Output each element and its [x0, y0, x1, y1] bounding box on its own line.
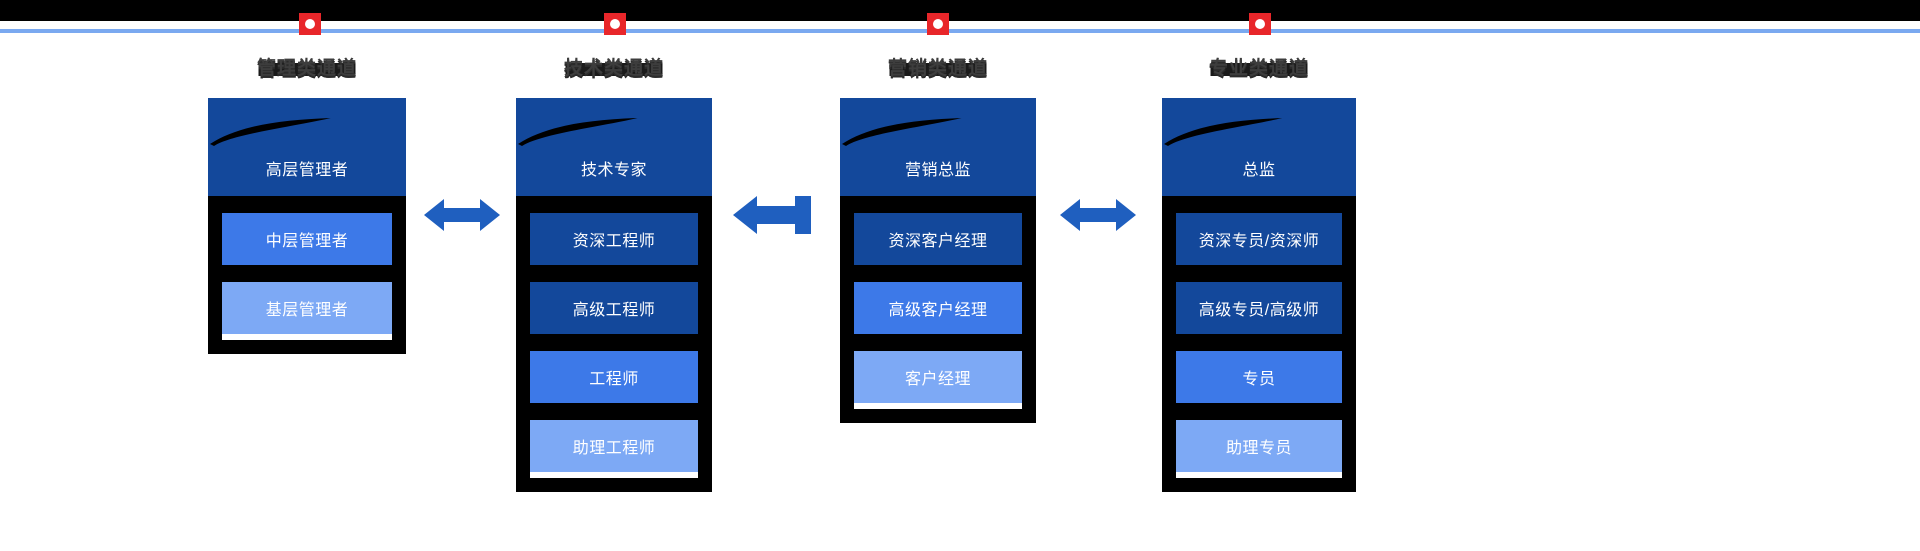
- title-text: 营销类通道: [887, 58, 989, 79]
- track-level-box[interactable]: 中层管理者: [222, 213, 392, 265]
- ladder-left-rail: [1162, 130, 1176, 478]
- track-level-label: 助理专员: [1225, 440, 1292, 457]
- track-title-professional-track: 专业类通道专业类通道: [1162, 54, 1356, 81]
- track-level-box[interactable]: 高级客户经理: [854, 282, 1022, 334]
- pin-dot-icon: [1255, 19, 1265, 29]
- ladder-bottom-rail: [840, 409, 1036, 423]
- track-level-box[interactable]: 助理工程师: [530, 420, 698, 472]
- track-level-label: 营销总监: [904, 162, 971, 179]
- pin-dot-icon: [933, 19, 943, 29]
- arrow-marketing-professional: [1060, 199, 1136, 231]
- track-level-box[interactable]: 工程师: [530, 351, 698, 403]
- title-text: 专业类通道: [1208, 58, 1310, 79]
- track-ladder-professional-track: 总监资深专员/资深师高级专员/高级师专员助理专员: [1162, 98, 1356, 492]
- ladder-right-rail: [698, 130, 712, 478]
- track-level-box[interactable]: 高级工程师: [530, 282, 698, 334]
- ladder-rung: [1162, 196, 1356, 213]
- arrow-management-technical: [424, 199, 500, 231]
- ladder-rung: [516, 334, 712, 351]
- title-shadow-slab: [258, 63, 356, 76]
- ladder-rung: [516, 265, 712, 282]
- track-title-technical-track: 技术类通道技术类通道: [516, 54, 712, 81]
- title-text-shadow: 营销类通道: [887, 60, 989, 81]
- pin-marker-1[interactable]: [299, 13, 321, 35]
- track-level-label: 客户经理: [904, 371, 971, 388]
- horizontal-blue-rule: [0, 29, 1920, 33]
- arrow-marketing-to-technical: [733, 196, 811, 234]
- pin-dot-icon: [305, 19, 315, 29]
- track-level-box[interactable]: 高层管理者: [208, 98, 406, 196]
- ladder-rung: [1162, 403, 1356, 420]
- track-level-box[interactable]: 基层管理者: [222, 282, 392, 334]
- track-level-label: 基层管理者: [265, 302, 349, 319]
- title-shadow-slab: [1210, 63, 1308, 76]
- ladder-rung: [840, 334, 1036, 351]
- track-column-management-track: 管理类通道管理类通道高层管理者中层管理者基层管理者: [208, 54, 406, 354]
- top-black-bar: [0, 0, 1920, 21]
- pin-marker-2[interactable]: [604, 13, 626, 35]
- track-level-label: 资深专员/资深师: [1198, 233, 1320, 250]
- pin-marker-4[interactable]: [1249, 13, 1271, 35]
- track-level-box[interactable]: 资深专员/资深师: [1176, 213, 1342, 265]
- ladder-rung: [1162, 265, 1356, 282]
- track-level-label: 助理工程师: [572, 440, 656, 457]
- ladder-rung: [840, 196, 1036, 213]
- title-text-shadow: 管理类通道: [256, 60, 358, 81]
- track-level-box[interactable]: 资深工程师: [530, 213, 698, 265]
- ladder-rung: [208, 265, 406, 282]
- track-ladder-technical-track: 技术专家资深工程师高级工程师工程师助理工程师: [516, 98, 712, 492]
- track-level-label: 中层管理者: [265, 233, 349, 250]
- track-level-box[interactable]: 专员: [1176, 351, 1342, 403]
- track-title-management-track: 管理类通道管理类通道: [208, 54, 406, 81]
- track-column-professional-track: 专业类通道专业类通道总监资深专员/资深师高级专员/高级师专员助理专员: [1162, 54, 1356, 492]
- track-level-box[interactable]: 客户经理: [854, 351, 1022, 403]
- title-shadow-slab: [889, 63, 987, 76]
- ladder-right-rail: [1342, 130, 1356, 478]
- ladder-left-rail: [516, 130, 530, 478]
- track-level-label: 资深客户经理: [888, 233, 988, 250]
- track-level-box[interactable]: 高级专员/高级师: [1176, 282, 1342, 334]
- track-level-label: 技术专家: [580, 162, 647, 179]
- track-ladder-marketing-track: 营销总监资深客户经理高级客户经理客户经理: [840, 98, 1036, 423]
- ladder-rung: [516, 196, 712, 213]
- title-text: 技术类通道: [563, 58, 665, 79]
- ladder-rung: [1162, 334, 1356, 351]
- track-level-box[interactable]: 技术专家: [516, 98, 712, 196]
- ladder-rung: [840, 265, 1036, 282]
- title-shadow-slab: [565, 63, 663, 76]
- ladder-rung: [516, 403, 712, 420]
- pin-dot-icon: [610, 19, 620, 29]
- track-level-label: 总监: [1242, 162, 1276, 179]
- track-level-label: 专员: [1242, 371, 1276, 388]
- ladder-rung: [208, 196, 406, 213]
- track-level-label: 高级工程师: [572, 302, 656, 319]
- title-text: 管理类通道: [256, 58, 358, 79]
- track-level-box[interactable]: 总监: [1162, 98, 1356, 196]
- track-level-label: 高级客户经理: [888, 302, 988, 319]
- title-text-shadow: 专业类通道: [1208, 60, 1310, 81]
- title-text-shadow: 技术类通道: [563, 60, 665, 81]
- track-ladder-management-track: 高层管理者中层管理者基层管理者: [208, 98, 406, 354]
- ladder-bottom-rail: [1162, 478, 1356, 492]
- ladder-bottom-rail: [208, 340, 406, 354]
- track-level-label: 工程师: [589, 371, 639, 388]
- track-column-technical-track: 技术类通道技术类通道技术专家资深工程师高级工程师工程师助理工程师: [516, 54, 712, 492]
- track-column-marketing-track: 营销类通道营销类通道营销总监资深客户经理高级客户经理客户经理: [840, 54, 1036, 423]
- track-level-box[interactable]: 助理专员: [1176, 420, 1342, 472]
- track-level-box[interactable]: 营销总监: [840, 98, 1036, 196]
- ladder-bottom-rail: [516, 478, 712, 492]
- track-level-label: 高级专员/高级师: [1198, 302, 1320, 319]
- track-level-label: 高层管理者: [265, 162, 349, 179]
- track-title-marketing-track: 营销类通道营销类通道: [840, 54, 1036, 81]
- track-level-label: 资深工程师: [572, 233, 656, 250]
- pin-marker-3[interactable]: [927, 13, 949, 35]
- track-level-box[interactable]: 资深客户经理: [854, 213, 1022, 265]
